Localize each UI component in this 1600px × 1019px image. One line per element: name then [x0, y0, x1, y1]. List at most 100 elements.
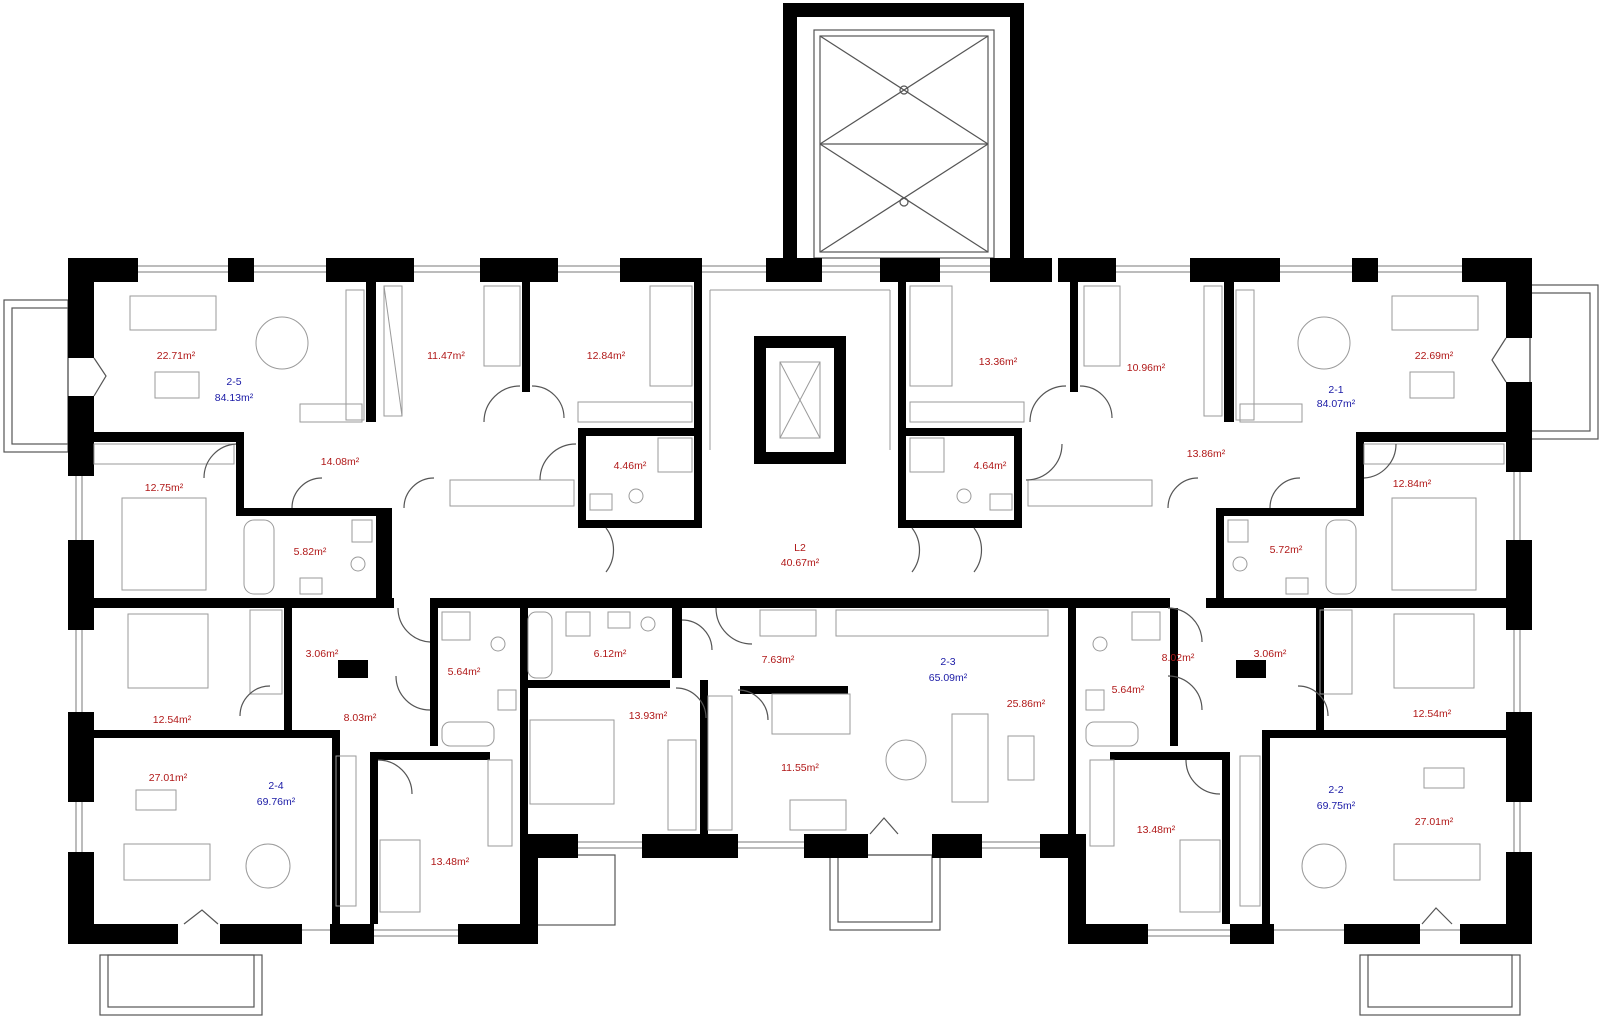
door-swing-icon	[1421, 907, 1453, 925]
bed-icon	[529, 719, 615, 805]
apartment-id-label: 2-3	[940, 656, 955, 668]
apartment-id-label: 2-1	[1328, 384, 1343, 396]
bed-icon	[1083, 285, 1121, 367]
desk-icon	[1179, 839, 1221, 913]
room-area-label: 8.02m²	[1162, 652, 1195, 664]
bathtub-icon	[527, 611, 553, 679]
door-swing-icon	[1079, 385, 1113, 419]
door-swing-icon	[869, 817, 899, 835]
door-swing-icon	[911, 527, 921, 573]
toilet-icon	[490, 636, 506, 652]
bed-icon	[909, 285, 953, 387]
apartment-total-label: 65.09m²	[929, 672, 968, 684]
sofa-icon	[123, 843, 211, 881]
sink-icon	[299, 577, 323, 595]
stove-icon	[335, 755, 357, 907]
room-area-label: 13.48m²	[431, 856, 470, 868]
skylight-icon	[899, 197, 909, 207]
door-swing-icon	[1297, 685, 1329, 717]
room-area-label: 12.84m²	[587, 350, 626, 362]
door-swing-icon	[1185, 759, 1221, 795]
room-area-label: 4.64m²	[974, 460, 1007, 472]
dining-table-icon	[245, 843, 291, 889]
room-area-label: 27.01m²	[1415, 816, 1454, 828]
dining-table-icon	[1297, 316, 1351, 370]
doors	[93, 337, 1507, 925]
apartment-id-label: 2-4	[268, 780, 283, 792]
door-swing-icon	[183, 909, 219, 925]
bed-icon	[121, 497, 207, 591]
sofa-icon	[129, 295, 217, 331]
room-area-label: 22.71m²	[157, 350, 196, 362]
sofa-icon	[1391, 295, 1479, 331]
door-swing-icon	[1025, 443, 1063, 481]
sink-icon	[1285, 577, 1309, 595]
wardrobe-icon	[383, 285, 403, 417]
apartment-total-label: 69.75m²	[1317, 800, 1356, 812]
apartment-id-label: 2-2	[1328, 784, 1343, 796]
labels: 22.71m² 2-5 84.13m² 11.47m² 12.84m² 14.0…	[145, 350, 1454, 868]
wardrobe-icon	[1089, 759, 1115, 847]
sink-icon	[1085, 689, 1105, 711]
sofa-icon	[951, 713, 989, 803]
bed-icon	[1391, 497, 1477, 591]
wardrobe-icon	[1319, 609, 1353, 695]
bed-icon	[771, 693, 851, 735]
toilet-icon	[350, 556, 366, 572]
toilet-icon	[1232, 556, 1248, 572]
sink-icon	[589, 493, 613, 511]
bathtub-icon	[243, 519, 275, 595]
room-area-label: 6.12m²	[594, 648, 627, 660]
wardrobe-icon	[667, 739, 697, 831]
wardrobe-icon	[1203, 285, 1223, 417]
sink-icon	[497, 689, 517, 711]
wardrobe-icon	[1363, 443, 1505, 465]
bathtub-icon	[441, 721, 495, 747]
room-area-label: 13.36m²	[979, 356, 1018, 368]
door-swing-icon	[1167, 477, 1199, 509]
door-swing-icon	[93, 357, 107, 397]
room-area-label: 12.84m²	[1393, 478, 1432, 490]
toilet-icon	[628, 488, 644, 504]
room-area-label: 11.55m²	[781, 762, 819, 774]
room-area-label: 4.46m²	[614, 460, 647, 472]
bed-icon	[649, 285, 693, 387]
room-area-label: 5.64m²	[448, 666, 481, 678]
bathtub-icon	[1325, 519, 1357, 595]
door-swing-icon	[395, 675, 431, 711]
sink-icon	[607, 611, 631, 629]
room-area-label: 27.01m²	[149, 772, 188, 784]
stove-icon	[345, 289, 365, 421]
room-area-label: 3.06m²	[1254, 648, 1287, 660]
desk-icon	[379, 839, 421, 913]
door-swing-icon	[675, 687, 707, 719]
door-swing-icon	[397, 607, 431, 643]
apartment-total-label: 84.13m²	[215, 392, 254, 404]
toilet-icon	[956, 488, 972, 504]
door-swing-icon	[1029, 385, 1067, 423]
door-swing-icon	[203, 443, 237, 479]
room-area-label: 5.64m²	[1112, 684, 1145, 696]
room-area-label: 10.96m²	[1127, 362, 1166, 374]
room-area-label: 7.63m²	[762, 654, 795, 666]
door-swing-icon	[1167, 607, 1203, 643]
stove-icon	[1235, 289, 1255, 421]
wardrobe-icon	[249, 609, 283, 695]
door-swing-icon	[483, 385, 521, 423]
wardrobe-icon	[449, 479, 575, 507]
toilet-icon	[1092, 636, 1108, 652]
room-area-label: 12.54m²	[1413, 708, 1452, 720]
room-area-label: 13.93m²	[629, 710, 668, 722]
room-area-label: 3.06m²	[306, 648, 339, 660]
door-swing-icon	[1269, 477, 1301, 509]
lobby-name-label: L2	[794, 542, 806, 554]
apartment-total-label: 69.76m²	[257, 796, 296, 808]
dining-table-icon	[1301, 843, 1347, 889]
room-area-label: 22.69m²	[1415, 350, 1454, 362]
wardrobe-icon	[577, 401, 693, 423]
lobby-area-label: 40.67m²	[781, 557, 820, 569]
door-swing-icon	[531, 385, 565, 419]
door-swing-icon	[539, 443, 577, 481]
wardrobe-icon	[1027, 479, 1153, 507]
door-swing-icon	[377, 759, 413, 795]
